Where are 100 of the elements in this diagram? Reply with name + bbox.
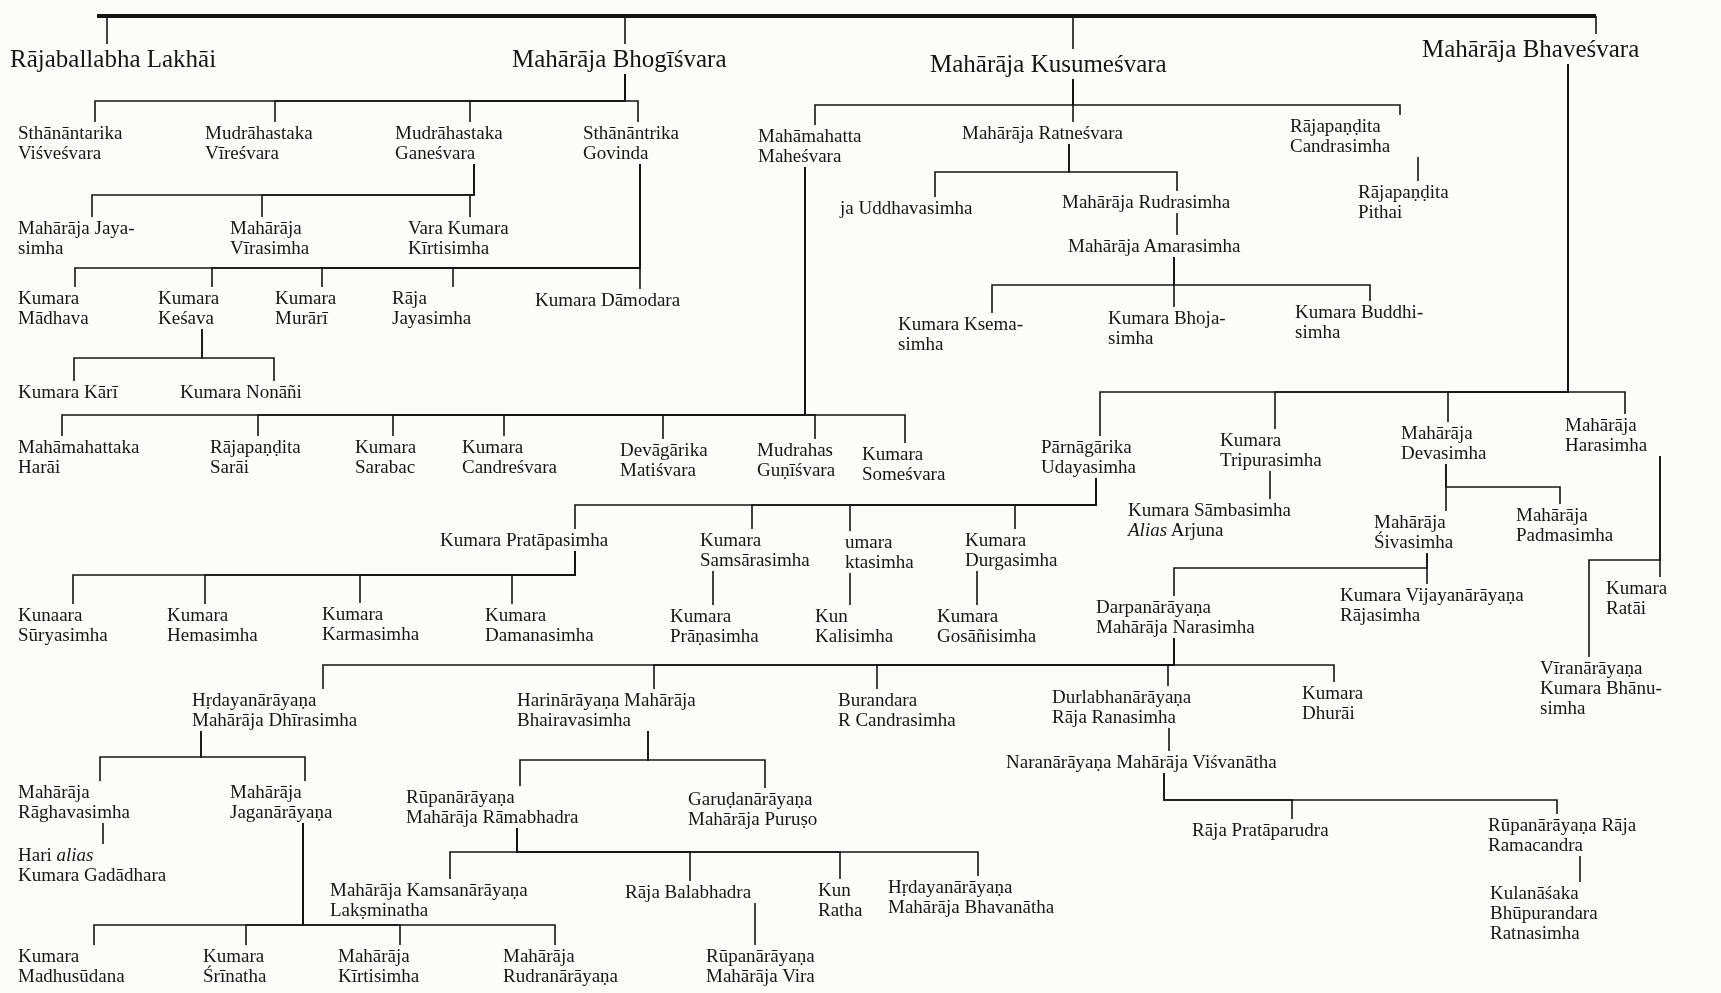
connector-line — [1072, 15, 1074, 50]
person-name: Rāja Balabhadra — [625, 882, 752, 902]
person-name: Hari alias Kumara Gadādhara — [18, 845, 167, 885]
person-name: Mahārāja Vīrasimha — [230, 218, 310, 258]
person-name: Mahārāja Harasimha — [1565, 415, 1648, 455]
connector-line — [201, 328, 275, 382]
person-name: Kumara Tripurasimha — [1220, 430, 1322, 470]
person-name: Kumara Ksema- simha — [898, 314, 1024, 354]
person-name: Mahārāja Kamsanārāyaṇa Lakṣminatha — [330, 880, 528, 920]
person-name: Kumara Buddhi- simha — [1295, 302, 1424, 342]
person-name: Rāja Jayasimha — [392, 288, 472, 328]
connector-line — [1168, 727, 1170, 752]
person-name: Kumara Dāmodara — [535, 290, 681, 310]
person-name: Kumara Samsārasimha — [700, 530, 810, 570]
person-name: Mahārāja Devasimha — [1401, 423, 1487, 463]
person-name: Vīranārāyaṇa Kumara Bhānu- simha — [1540, 658, 1662, 718]
person-name: Kumara Keśava — [158, 288, 220, 328]
person-name: Kumara Damanasimha — [485, 605, 594, 645]
person-name: Kumara Hemasimha — [167, 605, 258, 645]
person-name: Kumara Vijayanārāyaṇa Rājasimha — [1340, 585, 1524, 625]
connector-line — [1173, 637, 1335, 683]
person-name: Burandara R Candrasimha — [838, 690, 956, 730]
connector-line — [624, 73, 639, 123]
person-name: Kumara Prāṇasimha — [670, 606, 759, 646]
person-name: Mudrāhastaka Vīreśvara — [205, 123, 313, 163]
person-name: Kumara Mādhava — [18, 288, 89, 328]
person-name: Rājaballabha Lakhāi — [10, 45, 217, 73]
person-name: Kumara Ratāi — [1606, 578, 1668, 618]
person-name: Mahārāja Rudrasimha — [1062, 192, 1231, 212]
connector-line — [804, 166, 906, 444]
person-name: Sthānāntarika Viśveśvara — [18, 123, 123, 163]
connector-line — [1588, 455, 1661, 658]
person-name: Kun Kalisimha — [815, 606, 894, 646]
person-name: Kumara Candreśvara — [462, 437, 557, 477]
connector-line — [647, 730, 766, 789]
connector-line — [976, 570, 978, 606]
person-name: Kunaara Sūryasimha — [18, 605, 108, 645]
person-name: Kumara Karmasimha — [322, 604, 420, 644]
connector-line — [1595, 15, 1597, 35]
connector-line — [754, 902, 756, 946]
person-name: Pārnāgārika Udayasimha — [1041, 437, 1136, 477]
person-name: Kumara Sāmbasimha Alias Arjuna — [1128, 500, 1292, 540]
connector-line — [639, 163, 641, 290]
person-name: Kumara Bhoja- simha — [1108, 308, 1226, 348]
person-name: Kumara Sarabac — [355, 437, 417, 477]
connector-line — [1163, 772, 1558, 815]
person-name: Durlabhanārāyaṇa Rāja Ranasimha — [1052, 687, 1192, 727]
person-name: Rājapaṇḍita Candrasimha — [1290, 116, 1391, 156]
person-name: Kumara Gosāñisimha — [937, 606, 1037, 646]
connector-line — [712, 570, 714, 606]
person-name: Rūpanārāyaṇa Mahārāja Rāmabhadra — [406, 787, 579, 827]
connector-line — [516, 827, 979, 877]
person-name: Kumara Someśvara — [862, 444, 946, 484]
person-name: umara ktasimha — [845, 532, 914, 572]
person-name: Naranārāyaṇa Mahārāja Viśvanātha — [1006, 752, 1277, 772]
connector-line — [849, 572, 851, 606]
person-name: Sthānāntrika Govinda — [583, 123, 680, 163]
connector-line — [200, 730, 306, 782]
connector-line — [102, 822, 104, 845]
person-name: Kumara Nonāñi — [180, 382, 302, 402]
connector-line — [106, 15, 108, 45]
connector-line — [1269, 470, 1271, 500]
person-name: Mahārāja Amarasimha — [1068, 236, 1241, 256]
person-name: Mahārāja Padmasimha — [1516, 505, 1614, 545]
person-name: Mahārāja Jaya- simha — [18, 218, 135, 258]
connector-line — [1417, 156, 1419, 182]
connector-line — [1068, 143, 1178, 192]
connector-line — [469, 163, 475, 218]
person-name: Kumara Pratāpasimha — [440, 530, 609, 550]
person-name: Mahārāja Kīrtisimha — [338, 946, 420, 986]
connector-line — [302, 822, 556, 946]
connector-line — [1567, 63, 1626, 415]
person-name: Mahārāja Bhaveśvara — [1422, 35, 1640, 63]
person-name: ja Uddhavasimha — [840, 198, 973, 218]
person-name: Garuḍanārāyaṇa Mahārāja Puruṣo — [688, 789, 818, 829]
person-name: Rājapaṇḍita Pithai — [1358, 182, 1449, 222]
person-name: Hṛdayanārāyaṇa Mahārāja Bhavanātha — [888, 877, 1055, 917]
person-name: Rāja Pratāparudra — [1192, 820, 1329, 840]
person-name: Mahārāja Jaganārāyaṇa — [230, 782, 333, 822]
person-name: Harinārāyaṇa Mahārāja Bhairavasimha — [517, 690, 696, 730]
person-name: Mahārāja Śivasimha — [1374, 512, 1454, 552]
connector-line — [1173, 256, 1371, 302]
person-name: Vara Kumara Kīrtisimha — [408, 218, 509, 258]
person-name: Mahāmahattaka Harāi — [18, 437, 140, 477]
person-name: Hṛdayanārāyaṇa Mahārāja Dhīrasimha — [192, 690, 358, 730]
person-name: Mahārāja Kusumeśvara — [930, 50, 1167, 78]
person-name: Kumara Murārī — [275, 288, 337, 328]
person-name: Kumara Kārī — [18, 382, 118, 402]
person-name: Kulanāśaka Bhūpurandara Ratnasimha — [1490, 883, 1598, 943]
connector-line — [1176, 212, 1178, 236]
connector-line — [1579, 855, 1581, 883]
person-name: Kun Ratha — [818, 880, 863, 920]
person-name: Rūpanārāyaṇa Rāja Ramacandra — [1488, 815, 1637, 855]
person-name: Rūpanārāyaṇa Mahārāja Vira — [706, 946, 815, 986]
person-name: Mudrahas Guṇīśvara — [757, 440, 836, 480]
person-name: Kumara Madhusūdana — [18, 946, 125, 986]
person-name: Darpanārāyaṇa Mahārāja Narasimha — [1096, 597, 1255, 637]
person-name: Kumara Dhurāi — [1302, 683, 1364, 723]
person-name: Mahārāja Rudranārāyaṇa — [503, 946, 618, 986]
person-name: Mahārāja Ratneśvara — [962, 123, 1123, 143]
